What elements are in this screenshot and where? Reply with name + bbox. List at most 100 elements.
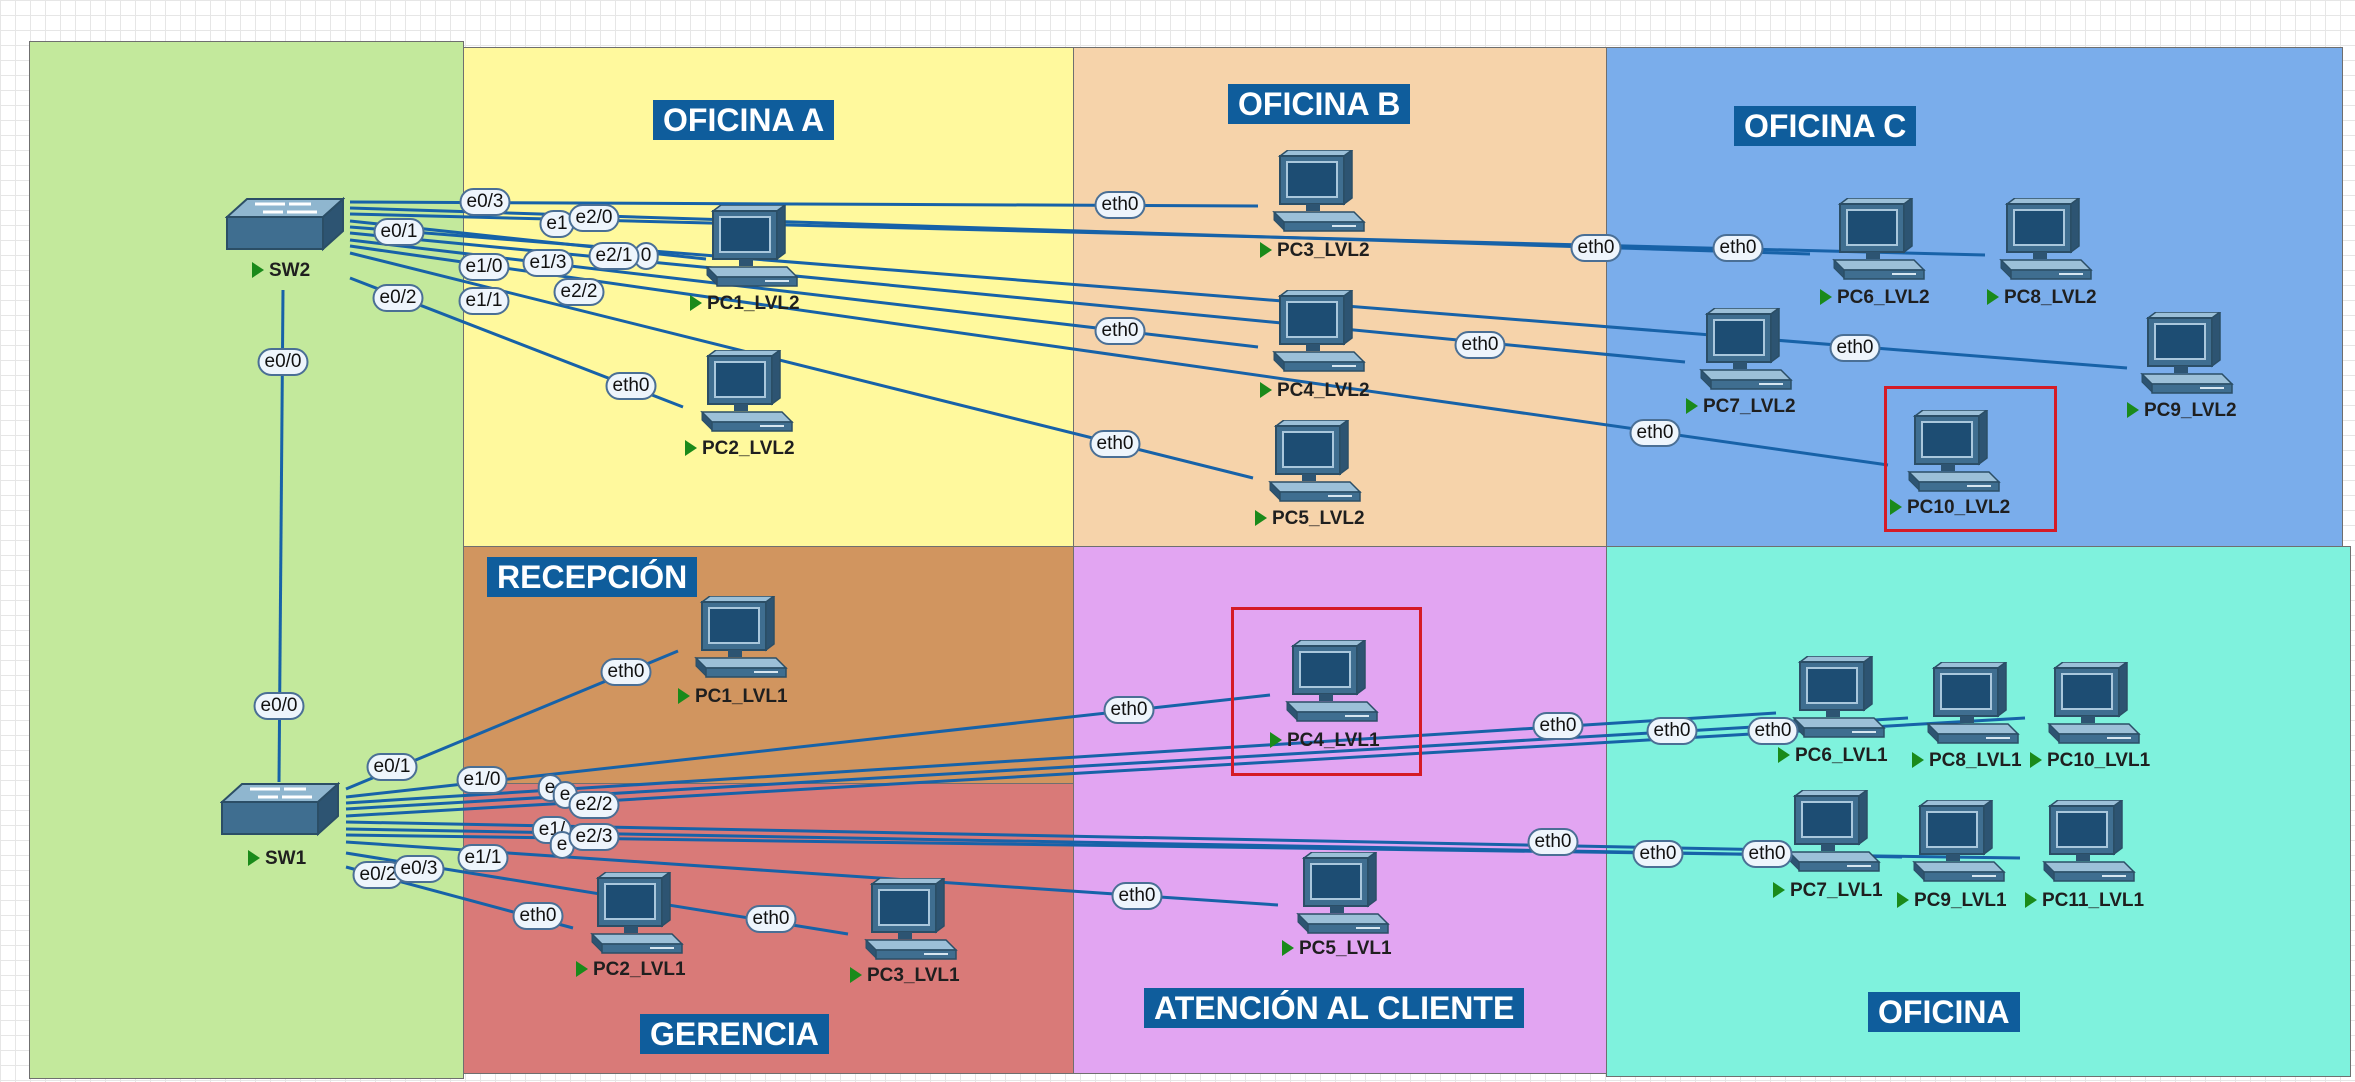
highlight-pc4-lvl1 [1231,607,1422,776]
port-sw1-e1-0: e1/0 [456,766,508,794]
pc9-lvl1-name: PC9_LVL1 [1914,890,2007,911]
play-icon [685,440,697,456]
pc7-lvl2-computer-icon[interactable] [1697,306,1793,399]
pc10-lvl1-label: PC10_LVL1 [2030,750,2150,772]
pc7-lvl1-label: PC7_LVL1 [1773,880,1883,902]
pc7-lvl2-label: PC7_LVL2 [1686,396,1796,418]
pc9-lvl2-label: PC9_LVL2 [2127,400,2237,422]
play-icon [576,961,588,977]
port-pc11-lvl1-eth0: eth0 [1741,840,1793,868]
play-icon [2127,402,2139,418]
zone-title-gerencia: GERENCIA [640,1014,829,1054]
port-pc6-lvl1-eth0: eth0 [1532,712,1584,740]
pc9-lvl1-computer-icon[interactable] [1910,798,2006,891]
pc1-lvl2-name: PC1_LVL2 [707,293,800,314]
pc10-lvl1-computer-icon[interactable] [2045,660,2141,753]
pc3-lvl1-name: PC3_LVL1 [867,965,960,986]
port-pc10-lvl1-eth0: eth0 [1747,717,1799,745]
pc11-lvl1-label: PC11_LVL1 [2025,890,2144,912]
port-sw2-e1-1: e1/1 [458,287,510,315]
pc2-lvl2-label: PC2_LVL2 [685,438,795,460]
pc6-lvl1-computer-icon[interactable] [1790,654,1886,747]
pc6-lvl2-label: PC6_LVL2 [1820,287,1930,309]
port-sw2-e0-3: e0/3 [459,188,511,216]
port-pc9-lvl2-eth0: eth0 [1829,334,1881,362]
sw1-label: SW1 [248,848,306,870]
port-sw1-e2-3: e2/3 [568,823,620,851]
pc3-lvl2-label: PC3_LVL2 [1260,240,1370,262]
sw1-switch-icon[interactable] [220,780,340,844]
play-icon [2030,752,2042,768]
port-pc7-lvl2-eth0: eth0 [1454,331,1506,359]
pc10-lvl2-name: PC10_LVL2 [1907,497,2011,518]
port-pc2-lvl2-eth0: eth0 [605,372,657,400]
port-sw2-e0-2: e0/2 [372,284,424,312]
port-sw2-e0-1: e0/1 [373,218,425,246]
port-sw2-e2-2: e2/2 [553,278,605,306]
zone-atencion [1073,546,1607,1074]
pc4-lvl1-label: PC4_LVL1 [1270,730,1380,752]
pc5-lvl2-name: PC5_LVL2 [1272,508,1365,529]
pc4-lvl1-computer-icon[interactable] [1283,638,1379,731]
play-icon [1773,882,1785,898]
pc1-lvl2-computer-icon[interactable] [703,203,799,296]
pc3-lvl1-computer-icon[interactable] [862,876,958,969]
play-icon [1820,289,1832,305]
play-icon [678,688,690,704]
pc5-lvl2-computer-icon[interactable] [1266,418,1362,511]
sw2-switch-icon[interactable] [225,195,345,259]
pc10-lvl2-computer-icon[interactable] [1905,408,2001,501]
port-sw1-e0-3: e0/3 [393,855,445,883]
pc9-lvl2-computer-icon[interactable] [2138,310,2234,403]
pc2-lvl1-name: PC2_LVL1 [593,959,686,980]
play-icon [1255,510,1267,526]
port-sw2-e2-0: e2/0 [568,204,620,232]
port-pc10-lvl2-eth0: eth0 [1629,419,1681,447]
zone-title-oficina-b: OFICINA B [1228,84,1411,124]
port-pc3-lvl1-eth0: eth0 [745,905,797,933]
pc10-lvl2-label: PC10_LVL2 [1890,497,2010,519]
zone-title-oficina-c: OFICINA C [1734,106,1917,146]
pc10-lvl1-name: PC10_LVL1 [2047,750,2151,771]
port-sw1-e0-1: e0/1 [366,753,418,781]
port-pc3-lvl2-eth0: eth0 [1094,191,1146,219]
port-pc8-lvl2-eth0: eth0 [1712,234,1764,262]
pc2-lvl2-name: PC2_LVL2 [702,438,795,459]
zone-title-atencion: ATENCIÓN AL CLIENTE [1144,988,1525,1028]
zone-title-oficina-a: OFICINA A [653,100,835,140]
play-icon [690,295,702,311]
pc7-lvl1-computer-icon[interactable] [1785,788,1881,881]
pc8-lvl2-computer-icon[interactable] [1997,196,2093,289]
pc4-lvl2-label: PC4_LVL2 [1260,380,1370,402]
pc4-lvl1-name: PC4_LVL1 [1287,730,1380,751]
pc5-lvl2-label: PC5_LVL2 [1255,508,1365,530]
port-pc9-lvl1-eth0: eth0 [1632,840,1684,868]
play-icon [1282,940,1294,956]
port-pc2-lvl1-eth0: eth0 [512,902,564,930]
pc6-lvl2-computer-icon[interactable] [1830,196,1926,289]
port-pc1-lvl1-eth0: eth0 [600,658,652,686]
sw2-label: SW2 [252,260,310,282]
pc9-lvl1-label: PC9_LVL1 [1897,890,2007,912]
pc2-lvl1-computer-icon[interactable] [588,870,684,963]
zone-title-oficina: OFICINA [1868,992,2020,1032]
pc4-lvl2-name: PC4_LVL2 [1277,380,1370,401]
pc8-lvl2-label: PC8_LVL2 [1987,287,2097,309]
play-icon [1686,398,1698,414]
pc8-lvl1-name: PC8_LVL1 [1929,750,2022,771]
play-icon [252,262,264,278]
pc1-lvl2-label: PC1_LVL2 [690,293,800,315]
pc4-lvl2-computer-icon[interactable] [1270,288,1366,381]
pc11-lvl1-computer-icon[interactable] [2040,798,2136,891]
pc2-lvl2-computer-icon[interactable] [698,348,794,441]
port-sw2-e0-0: e0/0 [257,348,309,376]
pc1-lvl1-computer-icon[interactable] [692,594,788,687]
pc3-lvl2-name: PC3_LVL2 [1277,240,1370,261]
sw2-name: SW2 [269,260,311,281]
pc5-lvl1-computer-icon[interactable] [1294,850,1390,943]
pc3-lvl2-computer-icon[interactable] [1270,148,1366,241]
pc8-lvl1-computer-icon[interactable] [1924,660,2020,753]
pc5-lvl1-label: PC5_LVL1 [1282,938,1392,960]
port-sw1-e0-0: e0/0 [253,692,305,720]
